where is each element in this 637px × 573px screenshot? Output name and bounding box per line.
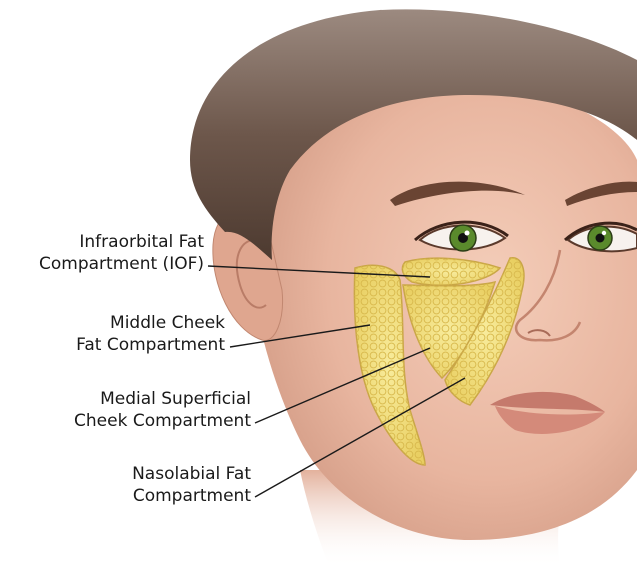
label-line: Compartment (IOF) <box>39 253 204 275</box>
label-infraorbital-fat-compartment: Infraorbital Fat Compartment (IOF) <box>39 231 204 275</box>
label-medial-superficial-cheek-compartment: Medial Superficial Cheek Compartment <box>74 388 251 432</box>
label-line: Infraorbital Fat <box>39 231 204 253</box>
label-line: Nasolabial Fat <box>132 463 251 485</box>
label-line: Middle Cheek <box>76 312 225 334</box>
label-middle-cheek-fat-compartment: Middle Cheek Fat Compartment <box>76 312 225 356</box>
label-line: Cheek Compartment <box>74 410 251 432</box>
label-line: Fat Compartment <box>76 334 225 356</box>
label-line: Compartment <box>132 485 251 507</box>
label-nasolabial-fat-compartment: Nasolabial Fat Compartment <box>132 463 251 507</box>
label-line: Medial Superficial <box>74 388 251 410</box>
